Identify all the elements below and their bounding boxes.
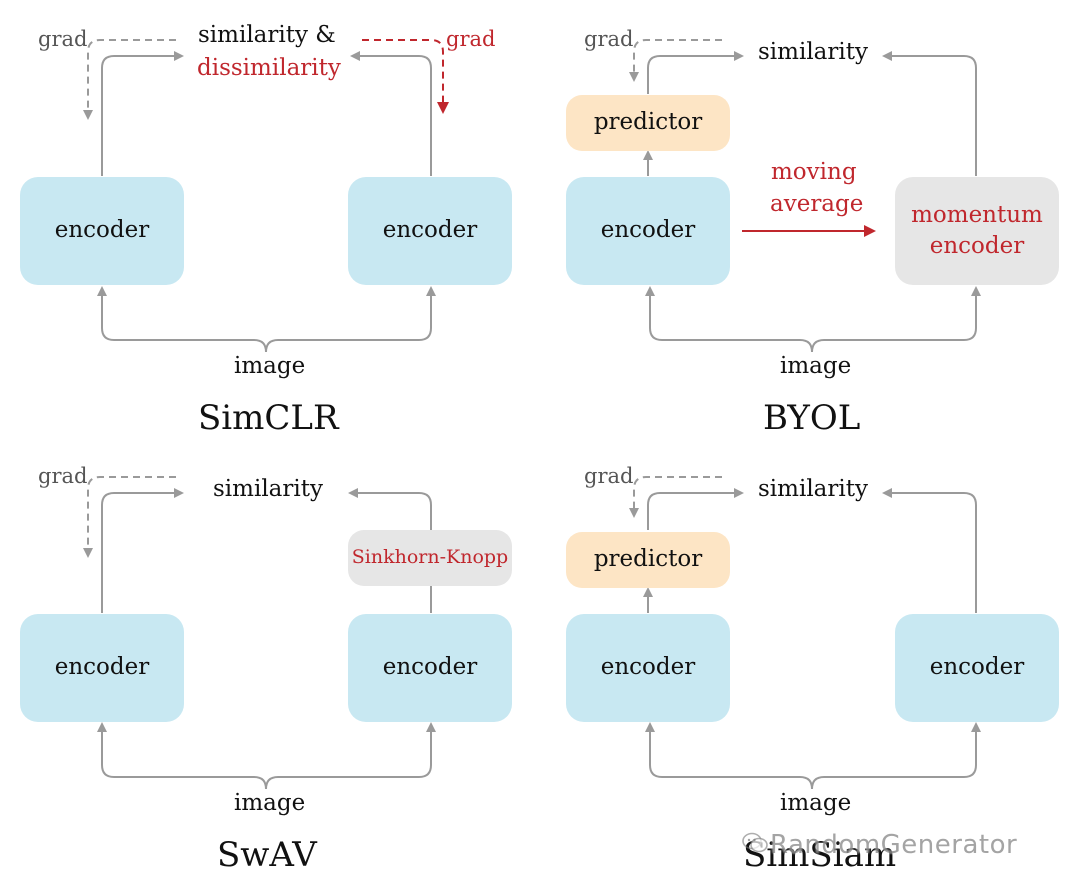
swav-image-label: image [234,790,306,816]
simclr-dissimilarity-label: dissimilarity [197,55,341,81]
simclr-grad-left [83,39,176,120]
simsiam-encoder-right: encoder [895,614,1059,722]
simsiam-title: SimSiam [743,835,897,875]
swav-left-up [101,488,184,613]
byol-title: BYOL [763,398,861,438]
byol-momentum-line2: encoder [929,233,1025,259]
swav-title: SwAV [217,835,317,875]
simsiam-image-to-encoders [649,724,976,790]
chat-bubble-icon [742,832,768,853]
simsiam-encoder-left: encoder [566,614,730,722]
byol-momentum-line1: momentum [911,201,1043,228]
simclr-encoder-right: encoder [348,177,512,285]
simclr-grad-right [362,39,449,114]
simclr-image-to-encoders [101,288,431,353]
swav-grad [83,476,176,558]
swav-encoder-left: encoder [20,614,184,722]
simclr-title: SimCLR [198,398,339,438]
byol-encoder: encoder [566,177,730,285]
simsiam-image-label: image [780,790,852,816]
simsiam-predictor: predictor [566,532,730,588]
byol-predictor: predictor [566,95,730,151]
simclr-image-label: image [234,353,306,379]
byol-grad-label: grad [584,27,634,51]
simclr-similarity-label: similarity & [198,22,336,48]
simclr-grad-right-label: grad [446,27,496,51]
simclr-right-up [350,51,432,176]
byol-momentum-up [882,51,977,176]
swav-encoder-right: encoder [348,614,512,722]
byol-grad [629,39,722,82]
byol-momentum-encoder: momentum encoder [895,177,1059,285]
simsiam-grad-label: grad [584,464,634,488]
simsiam-right-up [882,488,977,613]
swav-sinkhorn-knopp: Sinkhorn-Knopp [348,530,512,586]
byol-image-label: image [780,353,852,379]
byol-average-label: average [770,191,864,217]
simsiam-similarity-label: similarity [758,476,868,502]
swav-similarity-label: similarity [213,476,323,502]
swav-grad-label: grad [38,464,88,488]
simsiam-grad [629,476,722,518]
simsiam-predictor-up [647,488,744,530]
swav-sk-up [348,488,432,530]
simclr-grad-left-label: grad [38,27,88,51]
byol-moving-label: moving [771,159,857,185]
simclr-encoder-left: encoder [20,177,184,285]
simclr-left-up [101,51,184,176]
byol-image-to-encoders [649,288,976,353]
byol-predictor-up [647,51,744,94]
watermark-text: RandomGenerator [770,830,1018,860]
swav-image-to-encoders [101,724,431,790]
byol-similarity-label: similarity [758,39,868,65]
